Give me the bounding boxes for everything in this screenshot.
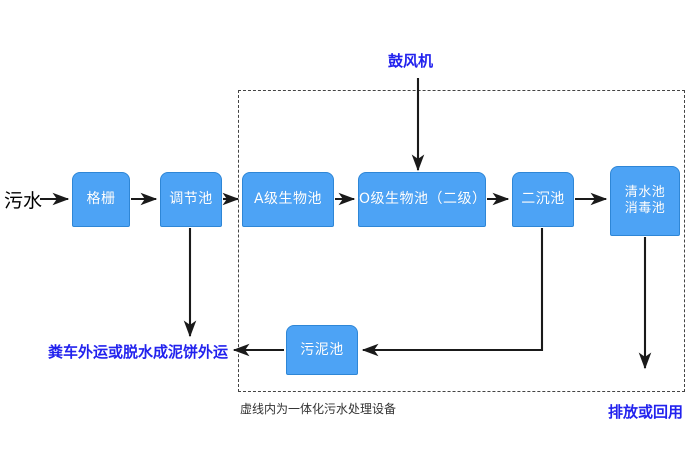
blower-label: 鼓风机 (388, 52, 434, 70)
process-node-clearwater[interactable]: 清水池消毒池 (610, 166, 680, 236)
process-node-label: 格栅 (86, 191, 116, 208)
process-node-label: 调节池 (169, 191, 213, 208)
process-node-label: 二沉池 (521, 191, 565, 208)
process-node-o-stage[interactable]: O级生物池（二级） (358, 172, 486, 227)
process-node-label-line1: 清水池 (624, 184, 666, 200)
process-node-label-line2: 消毒池 (624, 201, 666, 216)
sewage-inlet-label: 污水 (4, 190, 43, 212)
region-caption: 虚线内为一体化污水处理设备 (240, 402, 397, 416)
process-node-label: O级生物池（二级） (359, 191, 487, 208)
process-node-sludge[interactable]: 污泥池 (286, 325, 358, 375)
process-node-label: A级生物池 (253, 191, 323, 208)
integrated-equipment-region (238, 90, 685, 392)
process-node-a-stage[interactable]: A级生物池 (242, 172, 334, 227)
process-node-grille[interactable]: 格栅 (72, 172, 130, 227)
sludge-haul-label: 粪车外运或脱水成泥饼外运 (48, 343, 229, 361)
discharge-label: 排放或回用 (608, 403, 684, 421)
process-node-secondary[interactable]: 二沉池 (512, 172, 574, 227)
process-node-regulating[interactable]: 调节池 (160, 172, 222, 227)
process-node-label: 污泥池 (300, 341, 344, 358)
